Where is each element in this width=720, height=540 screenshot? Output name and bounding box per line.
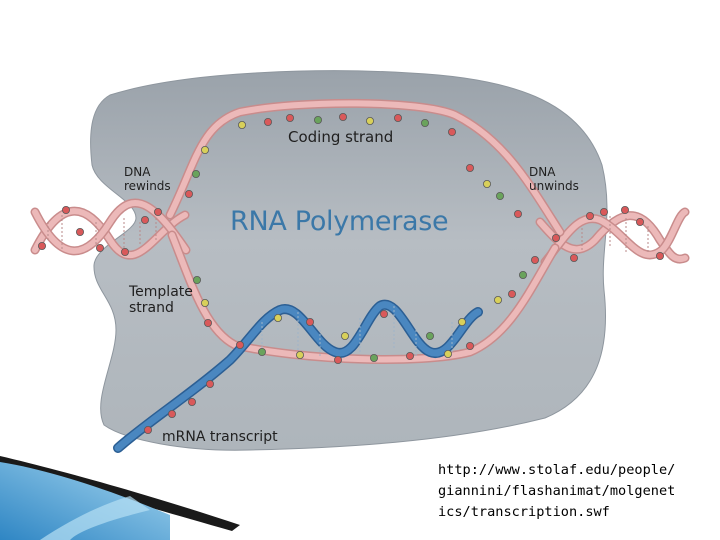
dna-rewinds-label-line1: DNA [124,166,184,180]
corner-accent [0,456,240,540]
source-url: http://www.stolaf.edu/people/ giannini/f… [438,460,718,523]
template-strand-label: Template strand [129,284,209,316]
coding-strand-label: Coding strand [288,129,393,146]
dna-rewinds-label-line2: rewinds [124,180,184,194]
dna-rewinds-label: DNA rewinds [124,166,184,194]
template-strand-label-line1: Template [129,284,209,300]
source-url-line3: ics/transcription.swf [438,502,718,523]
dna-unwinds-label-line1: DNA [529,166,589,180]
mrna-transcript-label: mRNA transcript [162,429,278,445]
dna-unwinds-label: DNA unwinds [529,166,589,194]
rna-polymerase-label: RNA Polymerase [230,206,448,237]
source-url-line1: http://www.stolaf.edu/people/ [438,460,718,481]
dna-unwinds-label-line2: unwinds [529,180,589,194]
template-strand-label-line2: strand [129,300,209,316]
source-url-line2: giannini/flashanimat/molgenet [438,481,718,502]
